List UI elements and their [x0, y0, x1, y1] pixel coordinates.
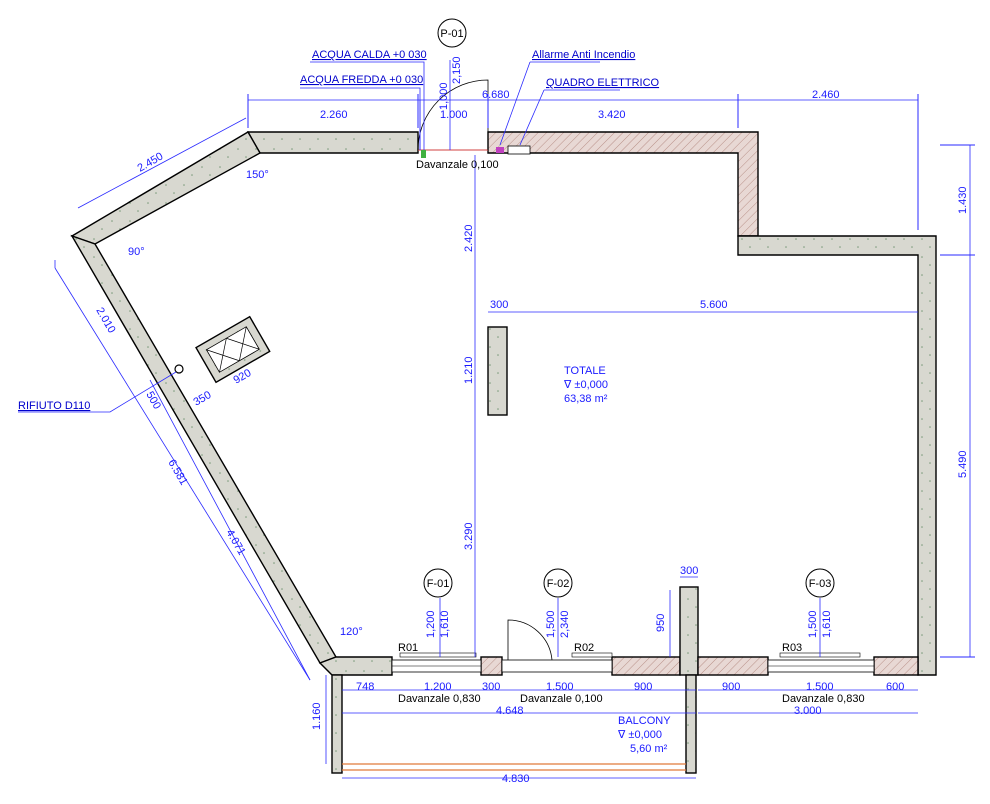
wall-pier	[679, 586, 699, 676]
room-area: 63,38 m²	[564, 393, 608, 405]
bubble-label: P-01	[440, 28, 463, 40]
balcony-name: BALCONY	[618, 715, 671, 727]
bubble-f03: F-03	[805, 568, 835, 598]
sill-r01: Davanzale 0,830	[398, 693, 481, 705]
dim-text: 2.420	[463, 224, 475, 252]
bubble-label: F-02	[547, 578, 570, 590]
dim-text: 1.160	[311, 702, 323, 730]
dim-text: 950	[655, 614, 667, 632]
callout-fire-alarm: Allarme Anti Incendio	[532, 49, 635, 61]
dim-text: 1.000	[440, 109, 468, 121]
dim-text: 3.420	[598, 109, 626, 121]
dim-text: 748	[356, 681, 374, 693]
bubble-f02: F-02	[543, 568, 573, 598]
angle-150: 150°	[246, 169, 269, 181]
dim-text: 5.600	[700, 299, 728, 311]
sill-door: Davanzale 0,100	[520, 693, 603, 705]
dim-text: 3.290	[463, 522, 475, 550]
bubble-p01: P-01	[437, 18, 467, 48]
dim-text: 6.680	[482, 89, 510, 101]
dim-text: 1.500	[546, 681, 574, 693]
dim-text: 4.830	[502, 773, 530, 785]
wall-bottom-segment-2	[611, 656, 681, 676]
openings	[174, 79, 875, 673]
dim-text: 900	[722, 681, 740, 693]
dim-text: 300	[680, 565, 698, 577]
dim-text: 1,610	[821, 610, 833, 638]
door-f02	[501, 619, 613, 673]
wall-bottom-segment-4	[873, 656, 919, 676]
dim-text: 5.490	[957, 450, 969, 478]
wall-top-left	[246, 131, 419, 154]
dim-text: 300	[482, 681, 500, 693]
angle-90: 90°	[128, 246, 145, 258]
wall-right	[737, 235, 937, 676]
dim-text: 2,340	[559, 610, 571, 638]
dim-text: 300	[490, 299, 508, 311]
dim-text: 1.430	[957, 186, 969, 214]
dim-text: 1,000	[438, 82, 450, 110]
sill-r03: Davanzale 0,830	[782, 693, 865, 705]
dim-text: 1,500	[807, 610, 819, 638]
room-level: ∇ ±0,000	[563, 379, 608, 391]
dim-text: 2.010	[93, 306, 117, 336]
dim-text: 600	[886, 681, 904, 693]
wall-bottom-segment-1	[480, 656, 503, 676]
bubble-label: F-01	[427, 578, 450, 590]
dim-text: 500	[143, 390, 163, 412]
balcony-wall-right	[685, 674, 697, 774]
dim-text: 350	[192, 389, 214, 409]
dim-text: 2.450	[136, 150, 166, 174]
angle-120: 120°	[340, 626, 363, 638]
dim-text: 2.460	[812, 89, 840, 101]
window-r03	[767, 652, 875, 673]
dim-text: 900	[634, 681, 652, 693]
water-pipe-icon	[421, 150, 426, 158]
dim-text: 1,500	[545, 610, 557, 638]
wall-long-diagonal	[70, 234, 338, 664]
room-name: TOTALE	[564, 365, 606, 377]
drain-pipe-icon	[174, 364, 184, 374]
bubble-label: F-03	[809, 578, 832, 590]
callout-cold-water: ACQUA FREDDA +0 030	[300, 74, 423, 86]
dim-text: 1.500	[806, 681, 834, 693]
window-label-r01: R01	[398, 642, 418, 654]
dim-text: 6.581	[165, 458, 189, 488]
shaft	[195, 315, 271, 384]
column	[487, 326, 508, 416]
callout-waste-pipe: RIFIUTO D110	[18, 400, 90, 412]
balcony-area: 5,60 m²	[630, 743, 668, 755]
dim-text: 4.648	[496, 705, 524, 717]
dimension-lines	[54, 60, 975, 779]
fire-alarm-icon	[496, 147, 504, 153]
dim-text: 1,610	[439, 610, 451, 638]
callout-leaders	[18, 61, 620, 413]
callout-hot-water: ACQUA CALDA +0 030	[312, 49, 427, 61]
window-label-r03: R03	[782, 642, 802, 654]
dim-text: 3.000	[794, 705, 822, 717]
bubble-f01: F-01	[423, 568, 453, 598]
dim-text: 1.210	[463, 356, 475, 384]
sill-top: Davanzale 0,100	[416, 159, 499, 171]
dim-text: 1.200	[424, 681, 452, 693]
electrical-panel-icon	[507, 145, 531, 155]
wall-corner-bottom	[318, 656, 393, 676]
balcony-wall-left	[331, 674, 343, 774]
callout-electrical-panel: QUADRO ELETTRICO	[546, 77, 660, 89]
dim-text: 2,150	[451, 56, 463, 84]
window-r01	[391, 652, 482, 673]
dim-text: 1,200	[425, 610, 437, 638]
walls	[70, 131, 937, 774]
window-label-r02: R02	[574, 642, 594, 654]
balcony-level: ∇ ±0,000	[617, 729, 662, 741]
wall-upper-diagonal	[70, 131, 261, 245]
dim-text: 2.260	[320, 109, 348, 121]
wall-bottom-segment-3	[697, 656, 769, 676]
